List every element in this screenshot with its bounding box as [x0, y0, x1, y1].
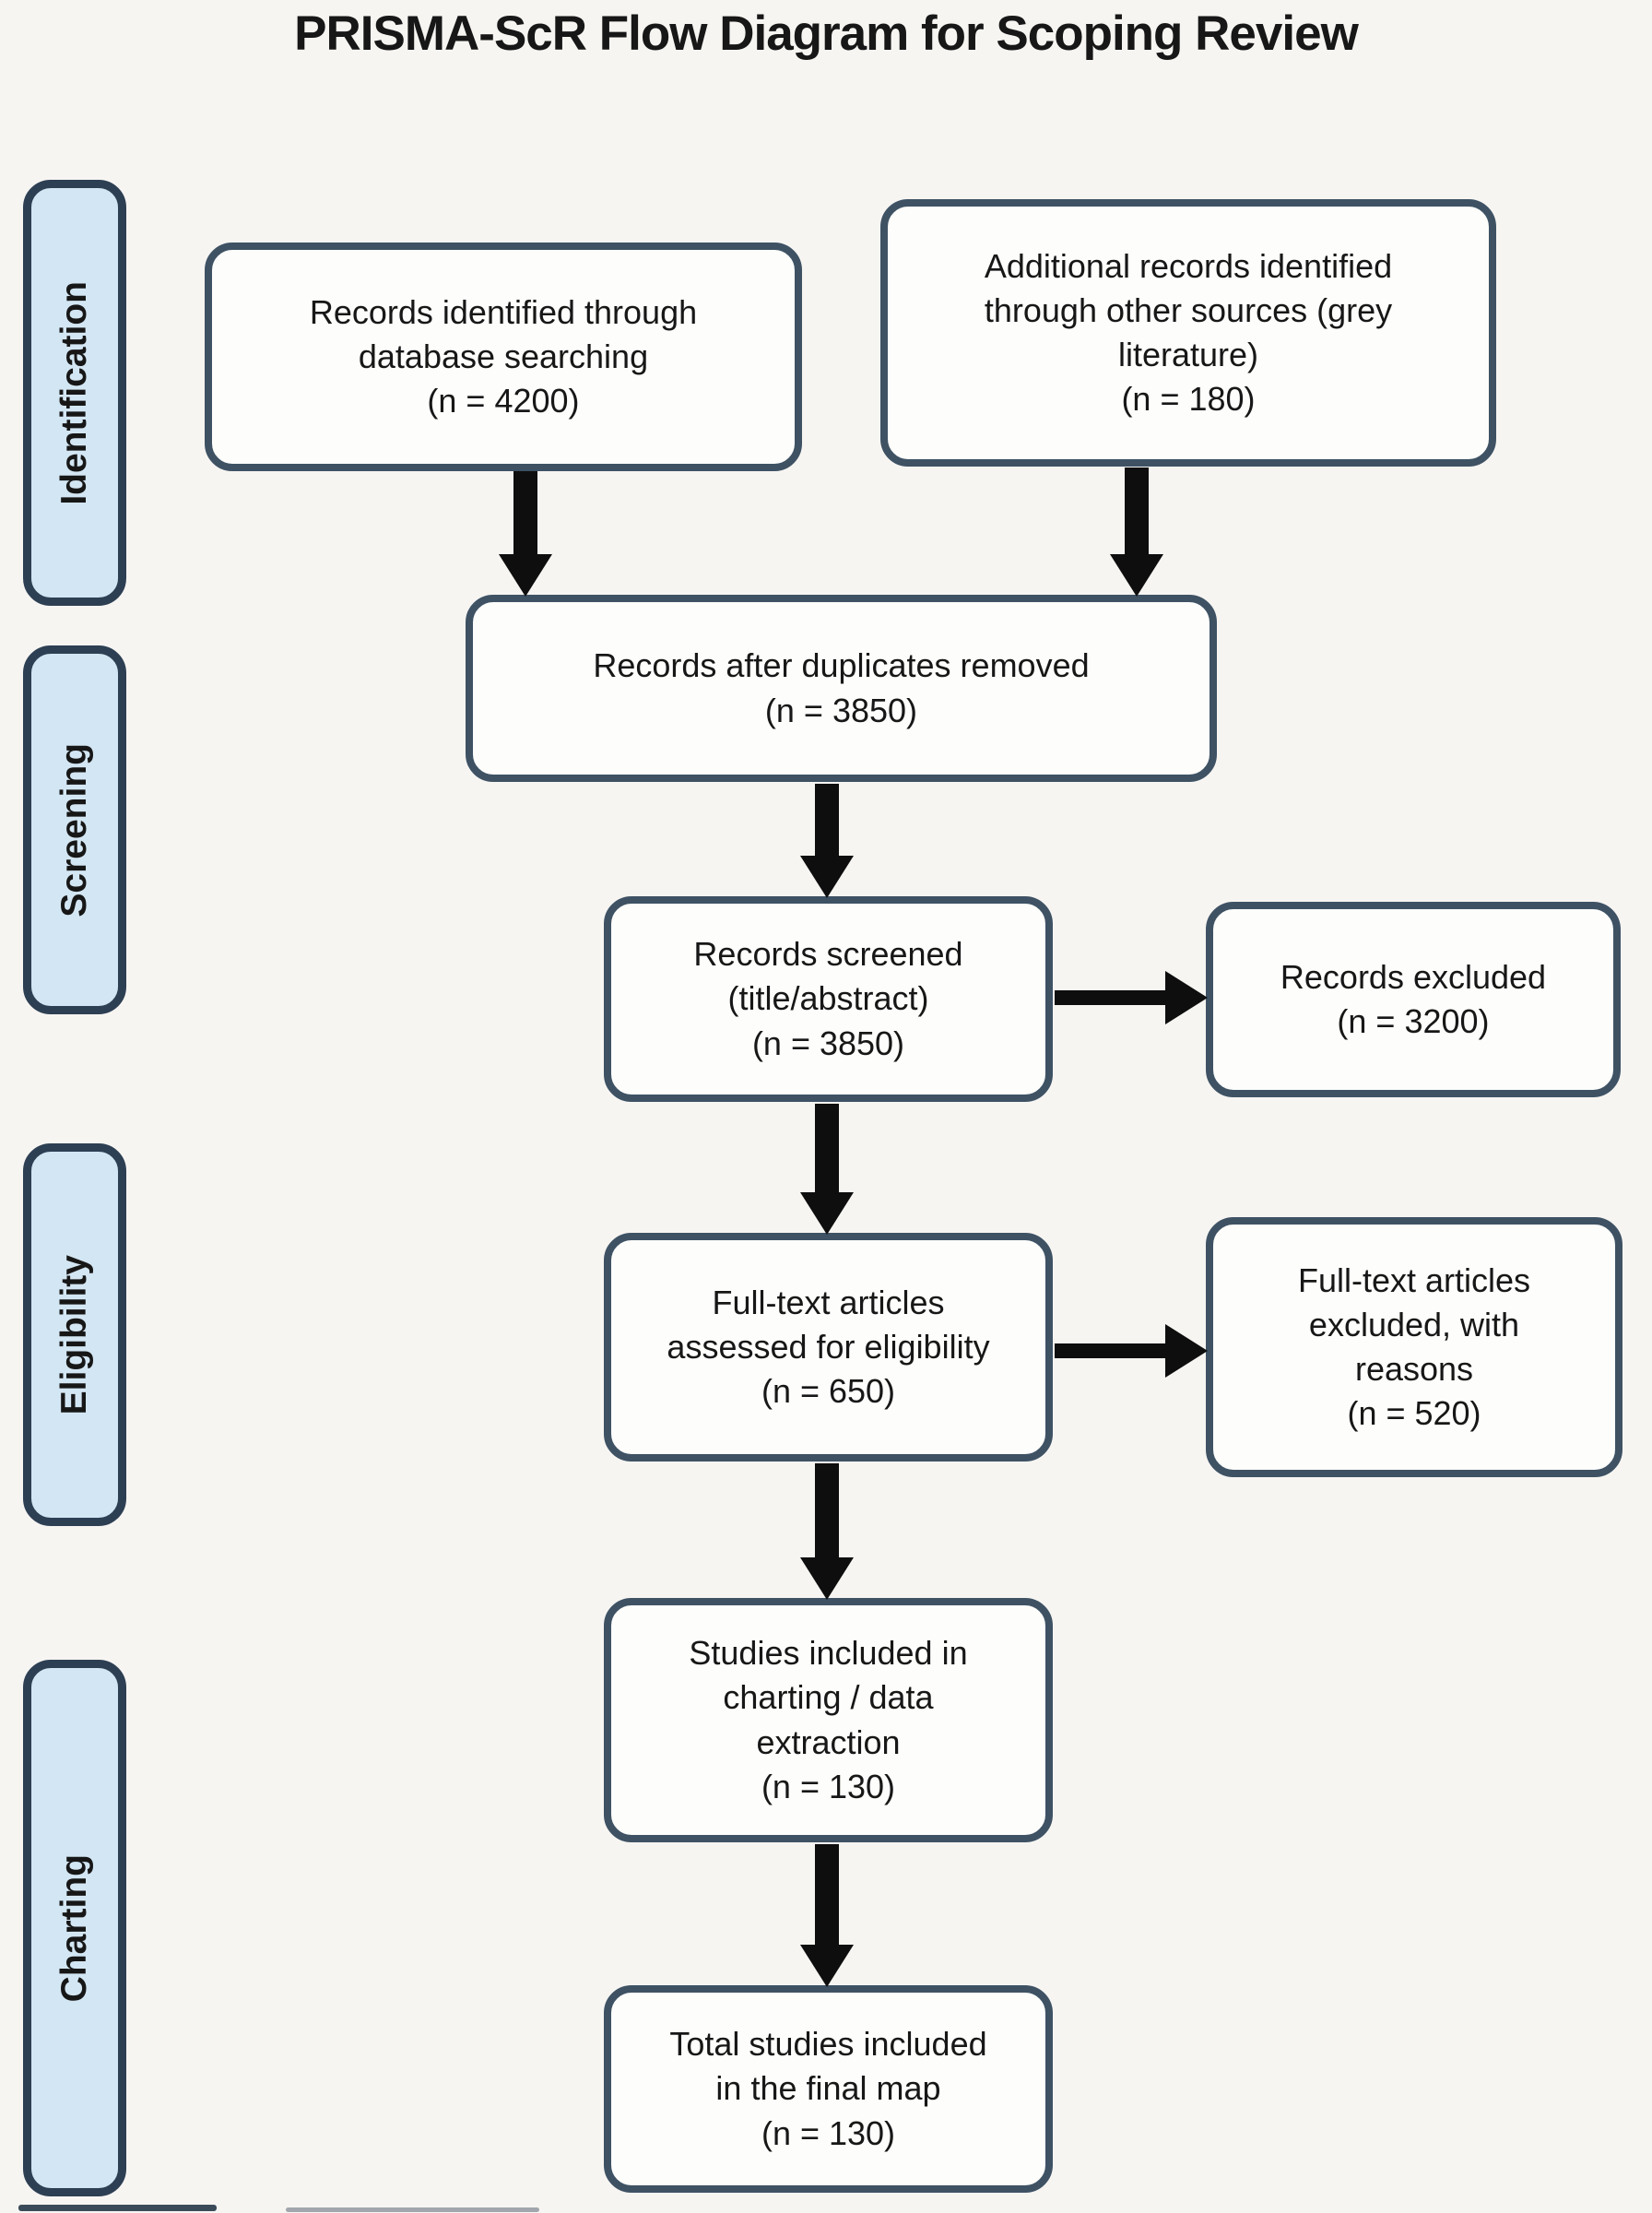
box-studies-included-charting: Studies included in charting / data extr… [604, 1598, 1053, 1842]
box-records-after-duplicates-text: Records after duplicates removed (n = 38… [593, 646, 1090, 729]
box-records-excluded-text: Records excluded (n = 3200) [1280, 957, 1547, 1040]
arrow-screened-to-excluded [1055, 971, 1208, 1024]
stage-label-screening-text: Screening [54, 742, 94, 917]
box-records-after-duplicates: Records after duplicates removed (n = 38… [466, 595, 1217, 782]
arrow-identified-to-duplicates [499, 471, 552, 597]
box-additional-records: Additional records identified through ot… [880, 199, 1496, 467]
stage-label-eligibility-text: Eligibility [54, 1254, 94, 1415]
box-records-excluded: Records excluded (n = 3200) [1206, 902, 1621, 1097]
arrow-fulltext-to-charting [800, 1463, 854, 1600]
box-fulltext-excluded-text: Full-text articles excluded, with reason… [1297, 1260, 1531, 1433]
scan-artifact-line [286, 2207, 539, 2212]
box-total-studies-final-map-text: Total studies included in the final map … [669, 2025, 987, 2152]
stage-label-screening: Screening [23, 645, 126, 1014]
box-records-screened: Records screened (title/abstract) (n = 3… [604, 896, 1053, 1102]
box-records-screened-text: Records screened (title/abstract) (n = 3… [693, 935, 963, 1062]
arrow-charting-to-final [800, 1844, 854, 1987]
box-records-identified-text: Records identified through database sear… [309, 292, 698, 420]
box-additional-records-text: Additional records identified through ot… [984, 246, 1393, 419]
box-fulltext-assessed: Full-text articles assessed for eligibil… [604, 1233, 1053, 1462]
box-studies-included-charting-text: Studies included in charting / data extr… [689, 1634, 968, 1805]
box-fulltext-assessed-text: Full-text articles assessed for eligibil… [667, 1283, 990, 1411]
stage-label-eligibility: Eligibility [23, 1143, 126, 1526]
stage-label-charting: Charting [23, 1660, 126, 2196]
box-total-studies-final-map: Total studies included in the final map … [604, 1985, 1053, 2193]
box-fulltext-excluded: Full-text articles excluded, with reason… [1206, 1217, 1622, 1477]
scan-artifact-line [18, 2205, 217, 2211]
stage-label-identification: Identification [23, 180, 126, 606]
arrow-duplicates-to-screened [800, 784, 854, 898]
stage-label-charting-text: Charting [54, 1853, 94, 2003]
arrow-additional-to-duplicates [1110, 467, 1163, 597]
box-records-identified: Records identified through database sear… [205, 243, 802, 471]
arrow-fulltext-to-excluded [1055, 1324, 1208, 1378]
stage-label-identification-text: Identification [54, 280, 94, 505]
page-title: PRISMA-ScR Flow Diagram for Scoping Revi… [294, 6, 1359, 61]
arrow-screened-to-fulltext [800, 1104, 854, 1235]
